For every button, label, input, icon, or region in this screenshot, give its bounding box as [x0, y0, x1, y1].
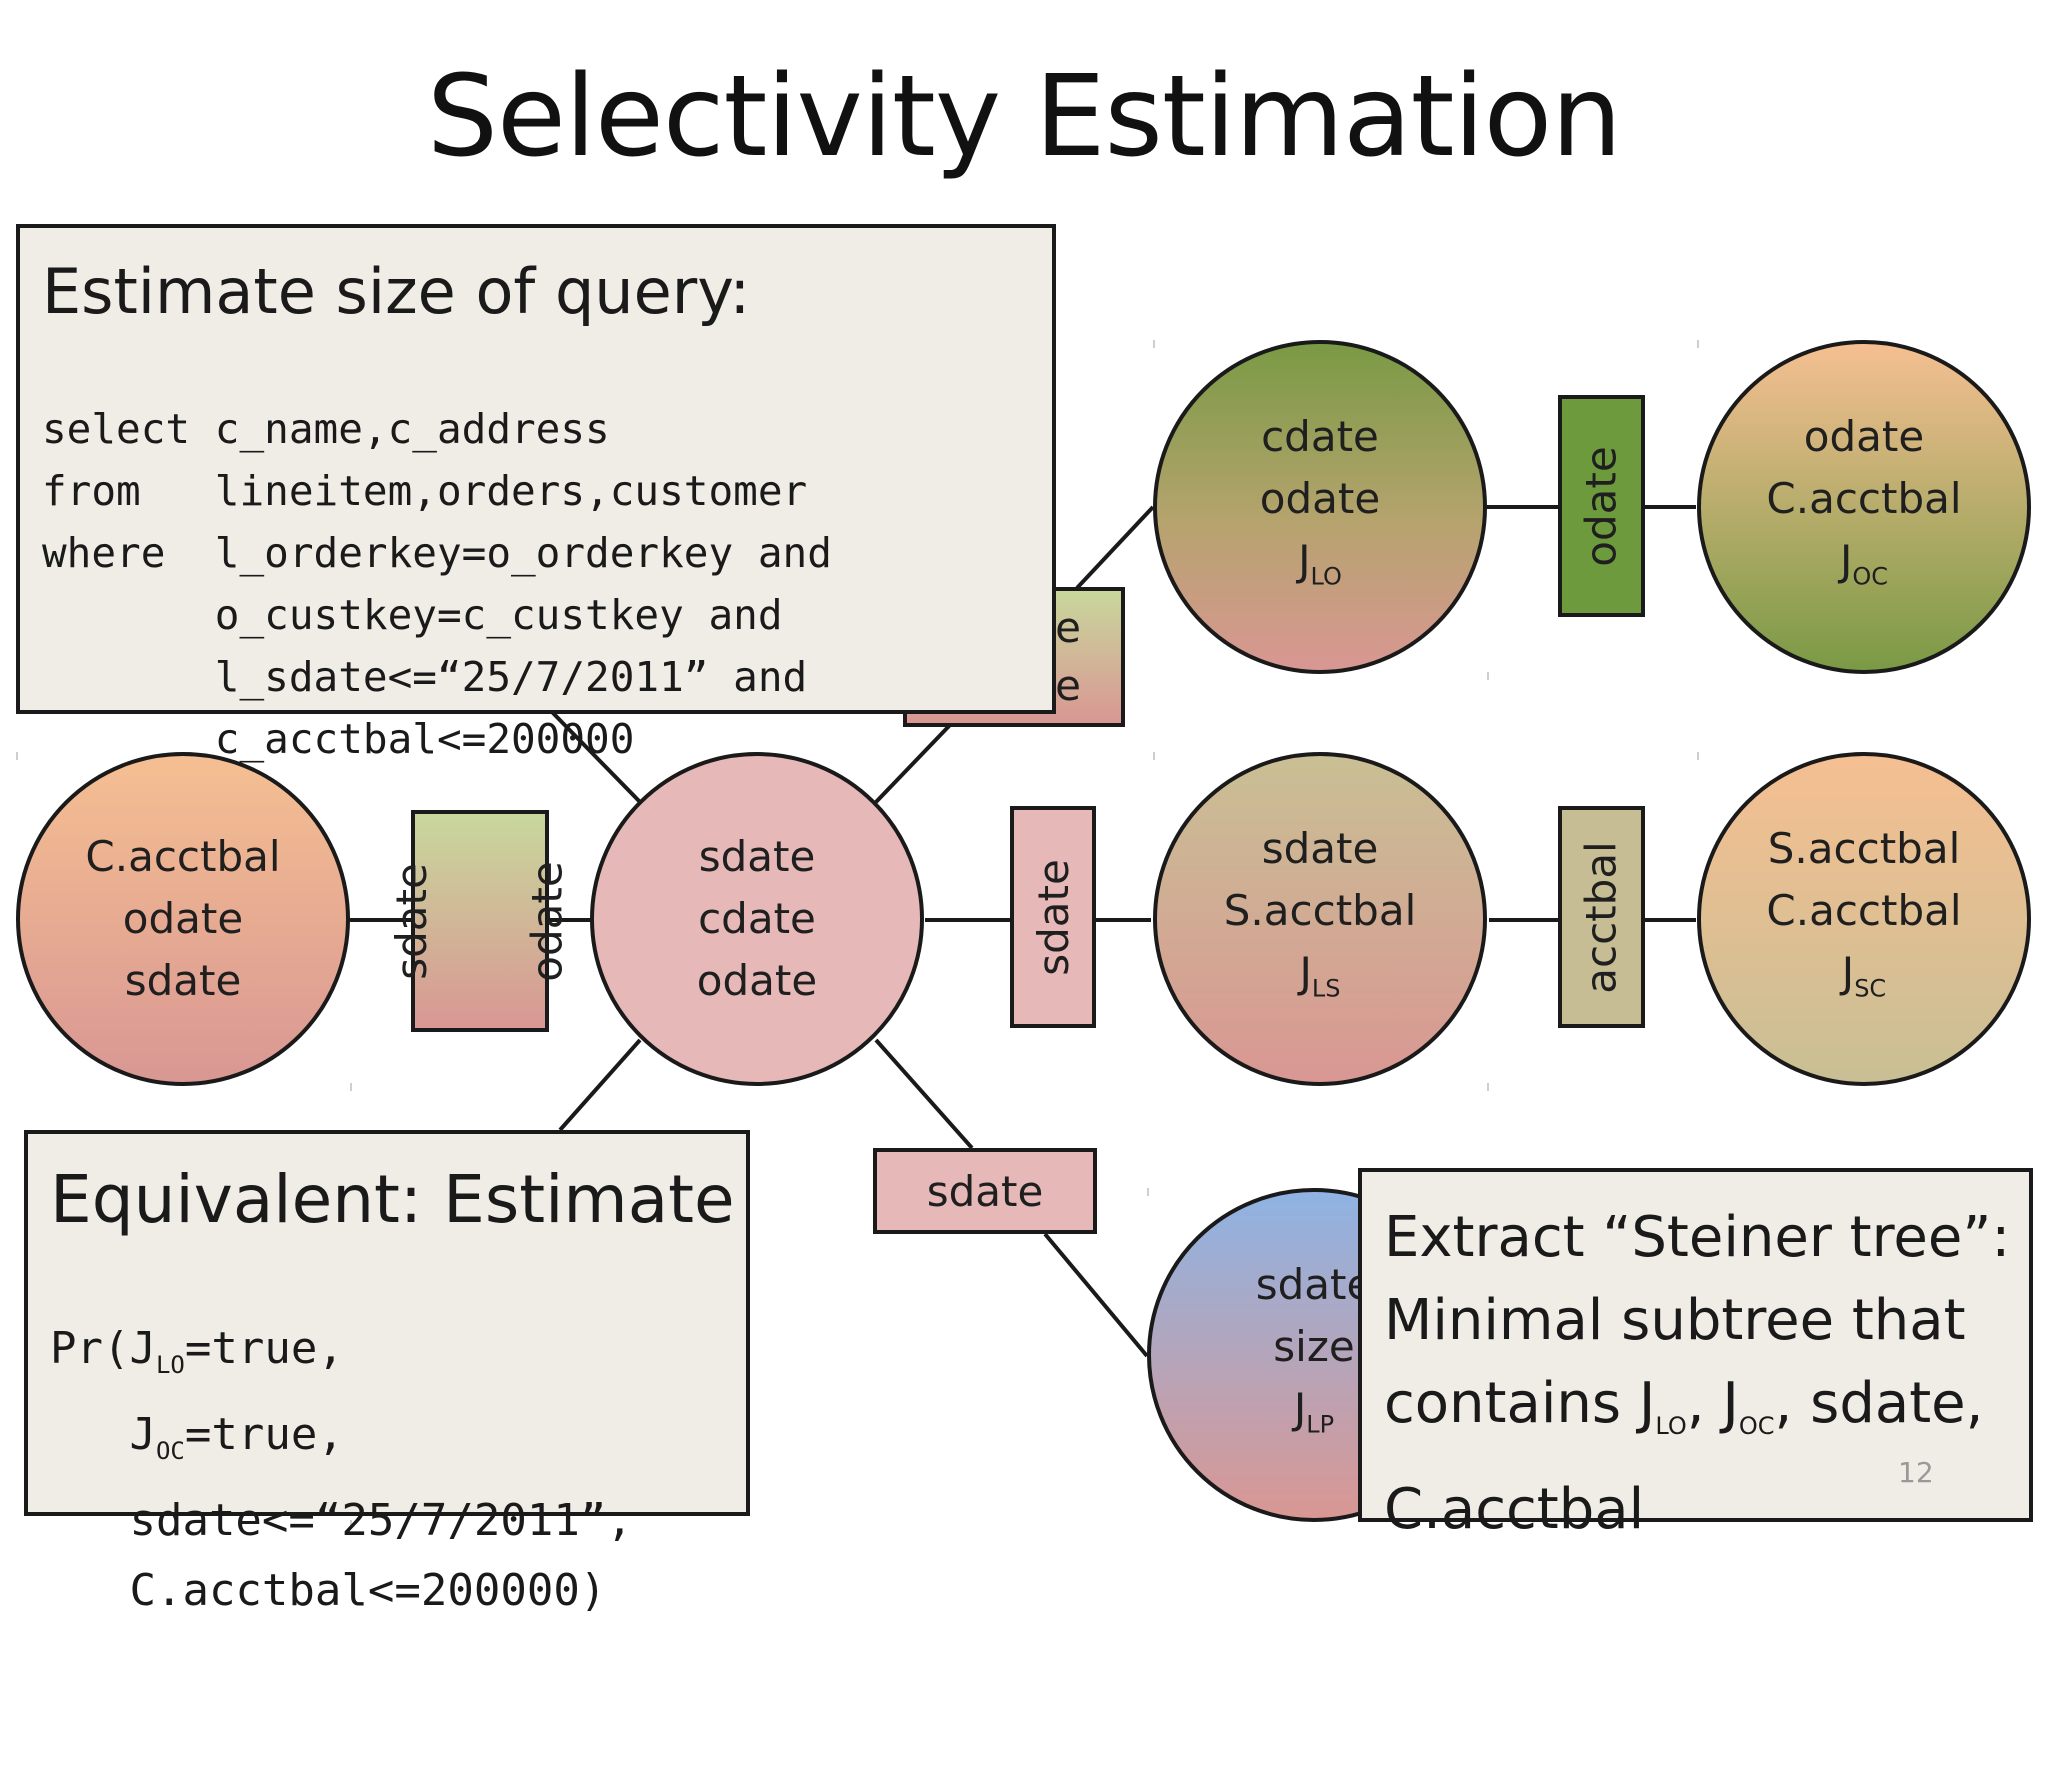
- tick-mark: [1487, 672, 1489, 680]
- edge-bottomsep-lp: [1043, 1232, 1149, 1358]
- node-join-label: JSC: [1841, 948, 1887, 1003]
- tick-mark: [16, 752, 18, 760]
- sql-line: from lineitem,orders,customer: [42, 467, 808, 515]
- tick-mark: [1697, 340, 1699, 348]
- steiner-box: Extract “Steiner tree”: Minimal subtree …: [1358, 1168, 2033, 1542]
- node-j-oc: odate C.acctbal JOC: [1697, 340, 2031, 674]
- node-attr: S.acctbal: [1767, 824, 1961, 874]
- edge-layer: [350, 505, 1696, 1358]
- slide: Selectivity Estimation e e C.acctbal oda…: [16, 52, 2033, 1616]
- steiner-line: contains JLO, JOC, sdate,: [1384, 1371, 1984, 1441]
- query-box: Estimate size of query: select c_name,c_…: [16, 224, 1056, 763]
- tick-mark: [1697, 752, 1699, 760]
- slide-title: Selectivity Estimation: [426, 52, 1622, 182]
- node-j-sc: S.acctbal C.acctbal JSC: [1697, 752, 2031, 1086]
- sql-line: select c_name,c_address: [42, 405, 610, 453]
- separator-label: e: [1055, 661, 1081, 710]
- sql-line: c_acctbal<=200000: [42, 715, 635, 763]
- steiner-line: Minimal subtree that: [1384, 1288, 1966, 1353]
- node-attr: C.acctbal: [1766, 886, 1962, 936]
- separator-ls-sc: acctbal: [1558, 806, 1645, 1028]
- node-attr: odate: [696, 956, 818, 1005]
- equivalent-heading: Equivalent: Estimate: [50, 1161, 735, 1238]
- node-attr: sdate: [1255, 1260, 1373, 1310]
- separator-bottom: sdate: [873, 1148, 1097, 1234]
- separator-label: odate: [1577, 445, 1626, 567]
- node-attr: C.acctbal: [85, 832, 281, 881]
- node-attr: sdate: [1261, 824, 1379, 874]
- sql-line: l_sdate<=“25/7/2011” and: [42, 653, 808, 701]
- tick-mark: [350, 1520, 352, 1528]
- node-attr: cdate: [1261, 412, 1379, 462]
- expr-line: sdate<=“25/7/2011”,: [50, 1494, 633, 1546]
- edge-center-bottomsep: [874, 1038, 974, 1150]
- expr-line: Pr(JLO=true,: [50, 1323, 344, 1379]
- node-attr: odate: [1259, 474, 1381, 524]
- equivalent-expression: Pr(JLO=true, JOC=true, sdate<=“25/7/2011…: [50, 1244, 746, 1766]
- node-attr: odate: [122, 894, 244, 943]
- edge-hidden-lo: [1075, 505, 1155, 590]
- separator-label: acctbal: [1577, 840, 1626, 994]
- query-heading: Estimate size of query:: [42, 255, 751, 328]
- separator-left: sdate odate: [386, 810, 572, 1032]
- node-attr: odate: [1803, 412, 1925, 462]
- edge-center-querybox: [550, 710, 642, 804]
- separator-label: e: [1055, 603, 1081, 652]
- node-join-label: JOC: [1839, 536, 1889, 591]
- tick-mark: [1147, 1188, 1149, 1196]
- node-j-lo: cdate odate JLO: [1153, 340, 1487, 674]
- node-j-ls: sdate S.acctbal JLS: [1153, 752, 1487, 1086]
- node-join-label: JLO: [1298, 536, 1342, 591]
- sql-line: where l_orderkey=o_orderkey and: [42, 529, 832, 577]
- node-join-label: JLP: [1293, 1384, 1335, 1439]
- separator-label: sdate: [926, 1166, 1044, 1216]
- node-center: sdate cdate odate: [590, 752, 924, 1086]
- tick-mark: [1153, 752, 1155, 760]
- tick-mark: [1487, 1083, 1489, 1091]
- node-attr: C.acctbal: [1766, 474, 1962, 524]
- expr-line: JOC=true,: [50, 1408, 344, 1465]
- tick-mark: [1153, 340, 1155, 348]
- node-left: C.acctbal odate sdate: [16, 752, 350, 1086]
- equivalent-box: Equivalent: Estimate Pr(JLO=true, JOC=tr…: [24, 1130, 750, 1616]
- expr-line: C.acctbal<=200000): [50, 1564, 607, 1616]
- sql-line: o_custkey=c_custkey and: [42, 591, 783, 639]
- node-attr: size: [1273, 1322, 1355, 1372]
- steiner-line: C.acctbal: [1384, 1477, 1645, 1543]
- page-number: 12: [1898, 1456, 1934, 1489]
- node-attr: S.acctbal: [1223, 886, 1417, 936]
- edge-center-hidden: [874, 723, 952, 804]
- separator-lo-oc: odate: [1558, 395, 1645, 617]
- node-attr: sdate: [124, 956, 242, 1005]
- node-attr: sdate: [698, 832, 816, 881]
- node-attr: cdate: [698, 894, 816, 943]
- node-join-label: JLS: [1299, 948, 1341, 1003]
- steiner-line: Extract “Steiner tree”:: [1384, 1205, 2011, 1270]
- edge-center-equivbox: [558, 1038, 642, 1132]
- separator-center-right: sdate: [1010, 806, 1096, 1028]
- tick-mark: [350, 1083, 352, 1091]
